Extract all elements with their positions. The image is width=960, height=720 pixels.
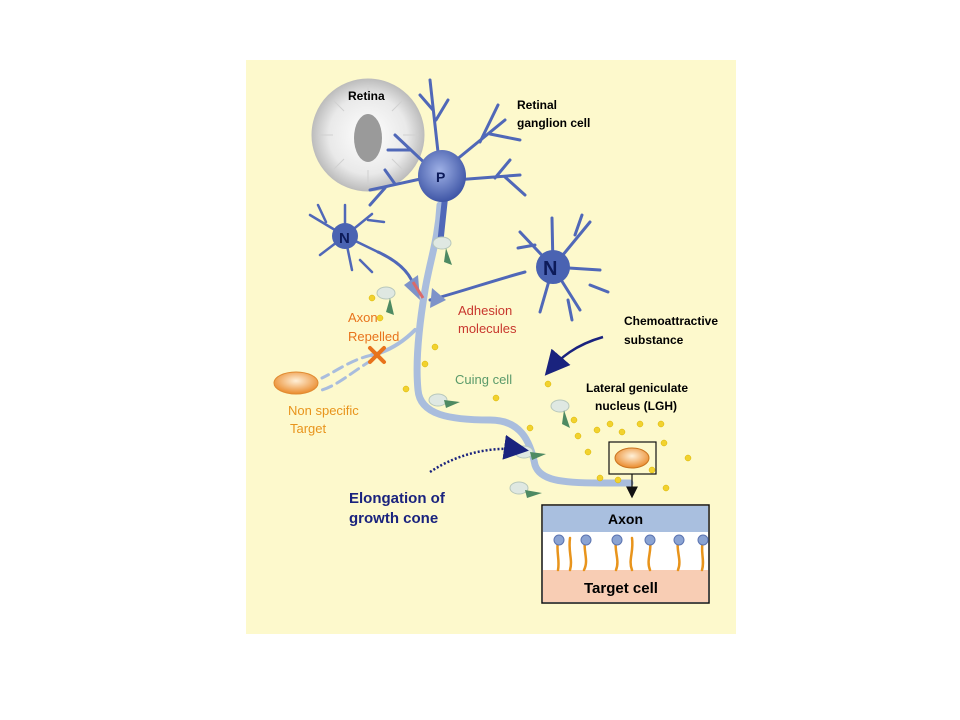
elongation-label-line1: Elongation of (349, 490, 446, 507)
retina (311, 78, 425, 192)
chemo-label-line2: substance (624, 333, 684, 347)
adhesion-label-line1: Adhesion (458, 303, 512, 318)
adhesion-label-line2: molecules (458, 321, 517, 336)
non-specific-target-cell (273, 371, 319, 395)
nonspecific-label-line1: Non specific (288, 403, 359, 418)
elongation-label-line2: growth cone (349, 510, 438, 527)
small-n-neuron (308, 203, 417, 292)
retinal-ganglion-cell (368, 78, 527, 248)
target-cell-label: Target cell (584, 580, 658, 597)
rgc-label-line1: Retinal (517, 98, 557, 112)
chemoattractant-dots (368, 294, 692, 492)
chemoattractive-arrow (544, 335, 604, 376)
large-n-neuron (428, 213, 610, 322)
axon-repelled-label-line2: Repelled (348, 329, 399, 344)
axon-band (543, 506, 708, 532)
nonspecific-label-line2: Target (290, 421, 327, 436)
lgn-target (608, 441, 657, 499)
axon-repelled-label-line1: Axon (348, 310, 378, 325)
target-cell-band (543, 570, 708, 602)
lgn-label-line1: Lateral geniculate (586, 381, 688, 395)
lgn-label-line2: nucleus (LGH) (595, 399, 677, 413)
adhesion-contact (404, 275, 446, 308)
receptor-heads (553, 534, 709, 546)
cuing-cell-1 (432, 236, 452, 265)
axon-box-label: Axon (608, 511, 643, 527)
retina-label: Retina (348, 89, 385, 103)
synapse-box: Axon Target cell (541, 504, 710, 604)
cuing-cell-3 (428, 393, 460, 408)
cuing-cell-4 (550, 399, 570, 428)
cuing-label: Cuing cell (455, 372, 512, 387)
elongation-arrow (429, 434, 529, 474)
cuing-cell-6 (509, 481, 542, 498)
rgc-label-line2: ganglion cell (517, 116, 590, 130)
small-n-label: N (339, 230, 350, 247)
repelled-x-icon (368, 346, 386, 364)
soma-letter: P (436, 169, 445, 185)
chemo-label-line1: Chemoattractive (624, 314, 718, 328)
large-n-label: N (543, 258, 557, 280)
cuing-cell-2 (376, 286, 396, 315)
